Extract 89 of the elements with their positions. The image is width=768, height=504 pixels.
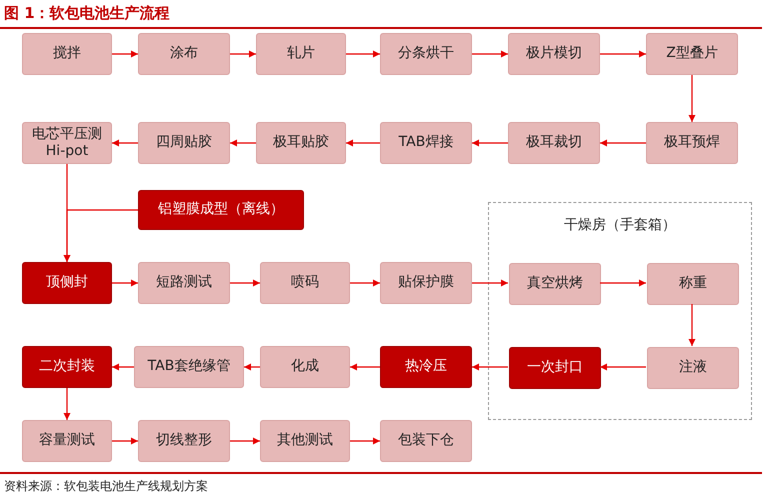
process-box [509,347,601,389]
node-label: TAB套绝缘管 [148,358,230,376]
process-box [256,122,346,164]
process-box [260,420,350,462]
node-label: 涂布 [170,45,198,63]
arrow [472,50,508,58]
arrow [112,140,138,146]
node-label: 其他测试 [277,432,333,450]
arrow [64,209,138,262]
process-box [138,190,304,230]
node-label: 极耳裁切 [526,134,582,152]
node-label: 极耳预焊 [664,134,720,152]
arrow [230,50,256,58]
arrow [230,438,260,444]
process-box [138,122,230,164]
process-box [22,122,112,164]
source-note: 资料来源：软包装电池生产线规划方案 [4,478,208,495]
process-box [22,33,112,75]
node-label: 顶侧封 [46,274,88,292]
arrow [244,364,260,370]
node-label: 极耳贴胶 [273,134,329,152]
process-box [509,263,601,305]
node-label: 短路测试 [156,274,212,292]
arrow [472,364,508,370]
node-label: 容量测试 [39,432,95,450]
node-label: 称重 [679,275,707,293]
arrow [230,140,256,146]
arrow [472,140,508,146]
node-label: 铝塑膜成型（离线） [158,201,284,219]
process-box [508,33,600,75]
process-box [134,346,244,388]
node-label: 化成 [291,358,319,376]
arrow [112,50,138,58]
arrow [600,50,646,58]
node-label: 电芯平压测 Hi-pot [31,126,103,160]
arrow [472,280,508,286]
node-label: 搅拌 [53,45,81,63]
arrow [688,75,696,122]
arrow [64,388,70,420]
process-box [380,262,472,304]
process-box [22,346,112,388]
zone-frame [488,202,752,420]
arrow [600,280,646,286]
process-box [138,420,230,462]
arrow [230,280,260,286]
process-box [647,347,739,389]
process-box [646,122,738,164]
process-box [380,346,472,388]
process-box [380,33,472,75]
figure-title: 图 1：软包电池生产流程 [4,4,170,23]
process-box [22,420,112,462]
process-box [260,262,350,304]
node-label: 极片模切 [526,45,582,63]
arrow [350,280,380,286]
arrow [350,364,380,370]
process-box [260,346,350,388]
node-label: 二次封装 [39,358,95,376]
arrow [600,364,646,370]
process-box [647,263,739,305]
arrow [600,140,646,146]
node-label: 一次封口 [527,359,583,377]
node-label: 干燥房（手套箱） [564,217,676,234]
process-box [380,420,472,462]
process-box [508,122,600,164]
process-box [138,33,230,75]
node-label: 真空烘烤 [527,275,583,293]
node-label: 包装下仓 [398,432,454,450]
node-label: 分条烘干 [398,45,454,63]
process-box [22,262,112,304]
node-label: 贴保护膜 [398,274,454,292]
node-label: 注液 [679,359,707,377]
arrow [350,438,380,444]
node-label: 喷码 [291,274,319,292]
node-label: 四周贴胶 [156,134,212,152]
node-label: TAB焊接 [398,134,454,152]
arrow [346,50,380,58]
arrow [346,140,380,146]
arrow [112,438,138,444]
arrow [112,280,138,286]
node-label: 轧片 [287,45,315,63]
arrow [112,364,134,370]
arrow [688,304,696,346]
process-box [646,33,738,75]
process-box [380,122,472,164]
process-box [138,262,230,304]
node-label: 切线整形 [156,432,212,450]
node-label: 热冷压 [405,358,447,376]
node-label: Z型叠片 [666,45,718,63]
process-box [256,33,346,75]
